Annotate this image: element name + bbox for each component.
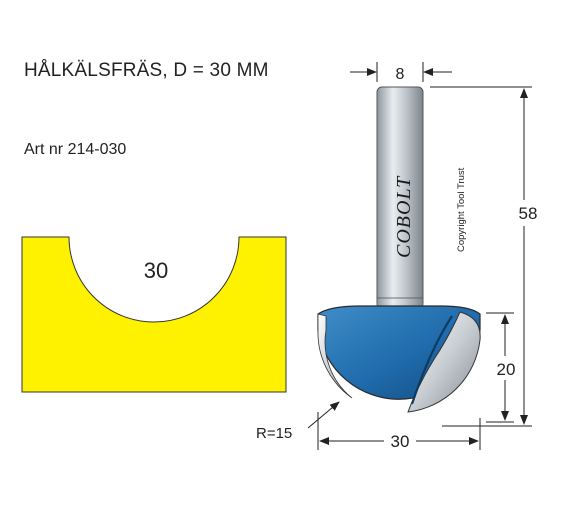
profile-shape [21, 236, 287, 393]
radius-label: R=15 [256, 425, 292, 442]
page-title: HÅLKÄLSFRÄS, D = 30 MM [24, 60, 269, 81]
cutter-edge-left [317, 313, 353, 399]
cutter-blade [407, 311, 481, 413]
cutting-diameter-label: 30 [391, 432, 410, 451]
brand-label: COBOLT [393, 175, 415, 258]
radius-leader [307, 401, 340, 429]
article-number: Art nr 214-030 [24, 141, 127, 158]
cutting-height-label: 20 [497, 360, 516, 379]
copyright-label: Copyright Tool Trust [456, 167, 467, 252]
shank-diameter-label: 8 [396, 66, 405, 83]
profile-width-label: 30 [144, 258, 168, 283]
total-length-label: 58 [519, 204, 538, 223]
blade-groove [410, 315, 453, 405]
